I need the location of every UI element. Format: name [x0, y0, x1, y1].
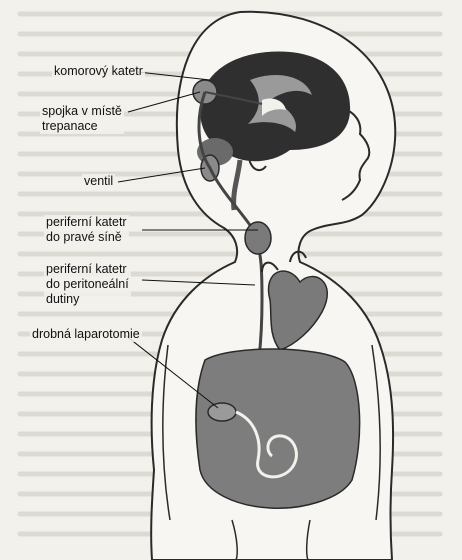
label-minilaparotomy: drobná laparotomie — [30, 327, 142, 342]
label-valve: ventil — [82, 174, 115, 189]
peritoneal-cavity — [196, 349, 360, 508]
label-atrial-catheter: periferní katetr do pravé síně — [44, 215, 129, 245]
laparotomy-site — [208, 403, 236, 421]
label-ventricular-catheter: komorový katetr — [52, 64, 145, 79]
label-peritoneal-catheter: periferní katetr do peritoneální dutiny — [44, 262, 131, 307]
label-junction-trepanation: spojka v místě trepanace — [40, 104, 124, 134]
